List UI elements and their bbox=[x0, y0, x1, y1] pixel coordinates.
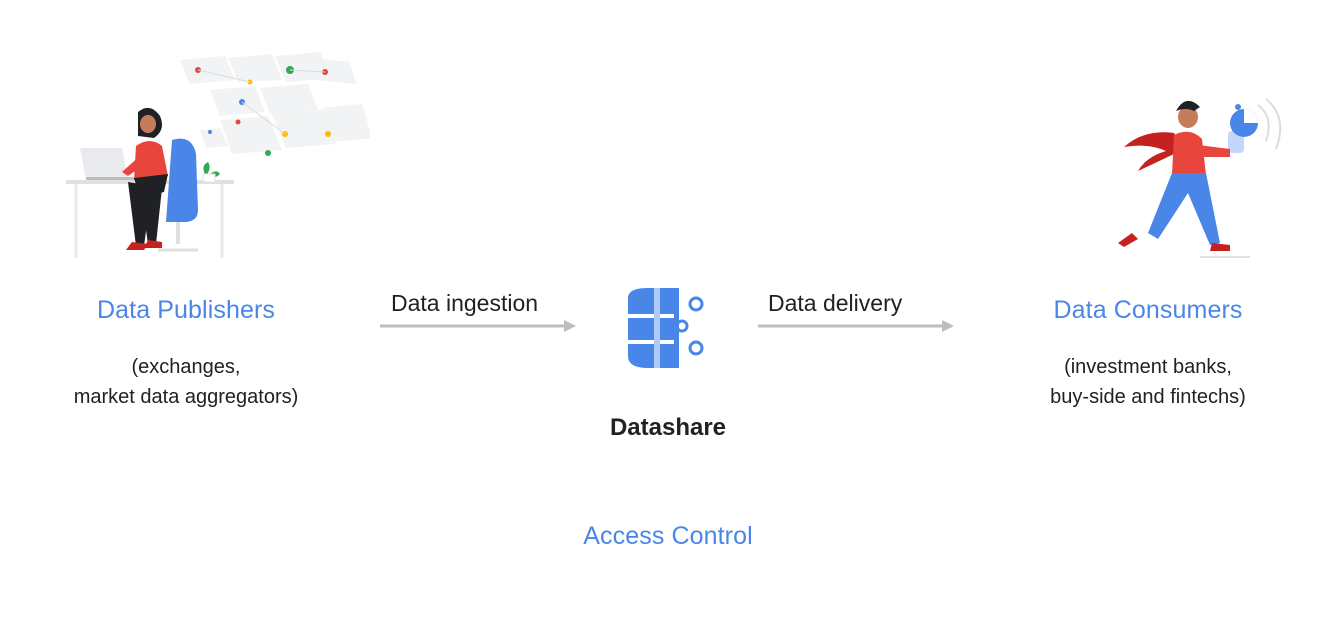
ingestion-label: Data ingestion bbox=[391, 290, 539, 316]
delivery-label: Data delivery bbox=[768, 290, 903, 316]
held-device bbox=[1228, 104, 1258, 153]
consumer-head bbox=[1178, 106, 1198, 128]
signal-arcs bbox=[1257, 98, 1282, 150]
consumers-subtitle-line1: (investment banks, bbox=[1064, 356, 1232, 378]
publisher-illustration bbox=[60, 50, 370, 265]
map-tiles bbox=[180, 52, 370, 154]
publisher-illustration-svg bbox=[66, 52, 370, 258]
ingestion-arrow bbox=[380, 318, 580, 334]
consumer-legs bbox=[1148, 173, 1220, 245]
chair bbox=[158, 138, 198, 252]
datashare-label: Datashare bbox=[609, 414, 727, 441]
plant bbox=[202, 162, 220, 183]
consumers-title: Data Consumers bbox=[1053, 296, 1243, 324]
consumers-subtitle-line2: buy-side and fintechs) bbox=[1050, 386, 1246, 408]
laptop bbox=[80, 148, 142, 180]
publishers-subtitle-line2: market data aggregators) bbox=[73, 386, 299, 408]
consumer-illustration bbox=[1100, 95, 1290, 265]
consumer-body bbox=[1172, 131, 1206, 175]
datashare-icon bbox=[624, 284, 706, 370]
delivery-arrow bbox=[758, 318, 958, 334]
access-control-label: Access Control bbox=[583, 522, 753, 550]
publisher-person bbox=[122, 107, 168, 250]
consumer-illustration-svg bbox=[1118, 98, 1282, 258]
publishers-title: Data Publishers bbox=[97, 296, 275, 324]
publishers-subtitle-line1: (exchanges, bbox=[131, 356, 241, 378]
scarf bbox=[1124, 132, 1184, 171]
map-lines bbox=[197, 69, 326, 135]
